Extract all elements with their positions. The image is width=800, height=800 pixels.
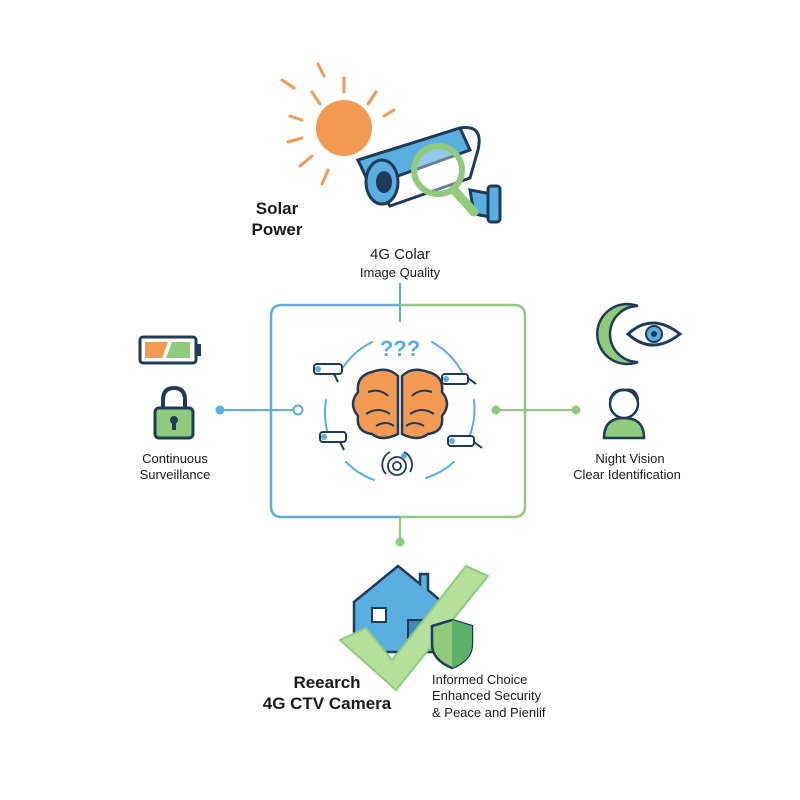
night-vision-label: Night Vision Clear Identification	[552, 451, 702, 484]
continuous-line-2: Surveillance	[139, 467, 211, 483]
continuous-line-1: Continuous	[142, 451, 208, 466]
checkmark-icon	[338, 564, 490, 692]
solar-line-1: Solar	[255, 199, 299, 218]
lock-icon	[153, 385, 195, 440]
image-quality-line-1: 4G Colar	[369, 246, 431, 263]
question-marks: ???	[380, 336, 420, 361]
person-icon	[602, 388, 646, 440]
benefits-label: Informed Choice Enhanced Security & Peac…	[432, 672, 572, 721]
shield-icon	[430, 618, 474, 670]
benefits-line-1: Informed Choice	[432, 672, 528, 687]
mini-camera-icon	[441, 373, 477, 385]
research-label: Reearch 4G CTV Camera	[252, 672, 402, 715]
moon-eye-icon	[595, 302, 683, 366]
night-line-2: Clear Identification	[573, 467, 681, 483]
mini-camera-icon	[313, 363, 343, 383]
image-quality-label: 4G Colar Image Quality	[330, 246, 470, 281]
sun-icon	[280, 62, 396, 186]
magnifier-icon	[411, 143, 479, 217]
solar-power-label: Solar Power	[232, 198, 322, 241]
benefits-line-3: & Peace and Pienlif	[432, 704, 546, 720]
night-line-1: Night Vision	[595, 451, 665, 466]
fingerprint-icon	[381, 451, 413, 476]
bottom-connector	[395, 517, 405, 547]
benefits-line-2: Enhanced Security	[432, 688, 542, 704]
solar-line-2: Power	[251, 220, 303, 240]
right-connector	[491, 405, 581, 415]
continuous-surveillance-label: Continuous Surveillance	[110, 451, 240, 484]
research-line-2: 4G CTV Camera	[262, 694, 392, 714]
research-line-1: Reearch	[293, 673, 361, 692]
left-connector	[215, 404, 304, 416]
brain-icon	[351, 368, 449, 440]
dashed-ring	[323, 341, 476, 481]
mini-camera-icon	[319, 431, 347, 451]
battery-icon	[138, 335, 201, 365]
image-quality-line-2: Image Quality	[359, 264, 441, 280]
mini-camera-icon	[447, 435, 483, 449]
